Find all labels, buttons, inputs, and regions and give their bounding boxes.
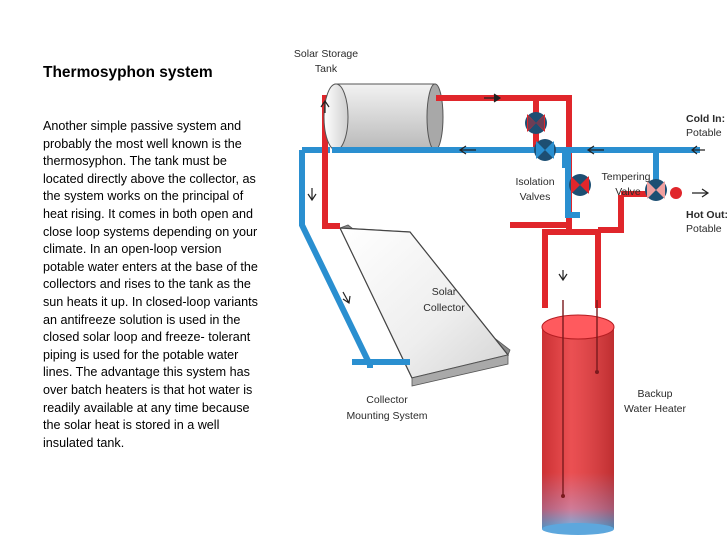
paragraph-line: sun heats it up. In closed-loop variants <box>43 294 258 309</box>
paragraph-line: over batch heaters is that hot water is <box>43 382 253 397</box>
tempering-valve <box>569 174 591 196</box>
paragraph-line: climate. In an open-loop version <box>43 242 222 257</box>
paragraph-line: potable water enters at the base of the <box>43 259 258 274</box>
solar-collector-panel <box>339 224 511 387</box>
paragraph-line: lines. The advantage this system has <box>43 365 250 380</box>
cold-supply-pipe <box>332 147 700 218</box>
paragraph-line: readily available at any time because <box>43 400 250 415</box>
slide-title: Thermosyphon system <box>43 64 213 81</box>
flow-arrows <box>307 93 710 305</box>
storage-tank-label: Solar Storage <box>294 48 358 60</box>
hot-out-label: Potable <box>686 223 722 235</box>
paragraph-line: collectors and rises to the tank as the <box>43 277 251 292</box>
hot-out-fitting <box>670 187 682 199</box>
isolation-valves-label: Valves <box>520 191 551 203</box>
backup-water-heater <box>541 270 615 535</box>
paragraph-line: closed solar loop and freeze- tolerant <box>43 330 251 345</box>
paragraph-line: Another simple passive system and <box>43 119 242 133</box>
collector-mounting-label: Mounting System <box>346 410 427 422</box>
paragraph-line: probably the most well known is the <box>43 136 242 151</box>
paragraph-line: an antifreeze solution is used in the <box>43 312 241 327</box>
solar-collector-label: Collector <box>423 302 465 314</box>
paragraph-line: close loop systems depending on your <box>43 224 258 239</box>
backup-heater-label: Backup <box>637 388 672 400</box>
tempering-valve-outlet <box>645 179 667 201</box>
backup-heater-label: Water Heater <box>624 403 687 415</box>
collector-mounting-label: Collector <box>366 394 408 406</box>
paragraph-line: the system works on the principal of <box>43 189 244 204</box>
storage-tank-label: Tank <box>315 63 338 75</box>
paragraph-line: located directly above the collector, as <box>43 171 256 186</box>
paragraph-line: the solar heat is stored in a well <box>43 418 220 433</box>
collector-return-pipe <box>352 359 410 365</box>
paragraph-line: insulated tank. <box>43 435 125 450</box>
tempering-valve-label: Valve <box>615 186 641 198</box>
solar-storage-tank <box>323 83 444 151</box>
cold-in-label: Potable <box>686 127 722 139</box>
isolation-valve-lower <box>534 139 556 161</box>
isolation-valves-label: Isolation <box>515 176 554 188</box>
isolation-valve-upper <box>525 112 547 134</box>
paragraph-line: thermosyphon. The tank must be <box>43 154 227 169</box>
hot-out-label: Hot Out: <box>686 209 728 221</box>
solar-collector-label: Solar <box>432 286 457 298</box>
tempering-valve-label: Tempering <box>601 171 650 183</box>
paragraph-line: heat rising. It comes in both open and <box>43 206 254 221</box>
paragraph-line: piping is used for the potable water <box>43 347 239 362</box>
cold-in-label: Cold In: <box>686 113 725 125</box>
slide-paragraph: Another simple passive system and probab… <box>43 118 278 452</box>
